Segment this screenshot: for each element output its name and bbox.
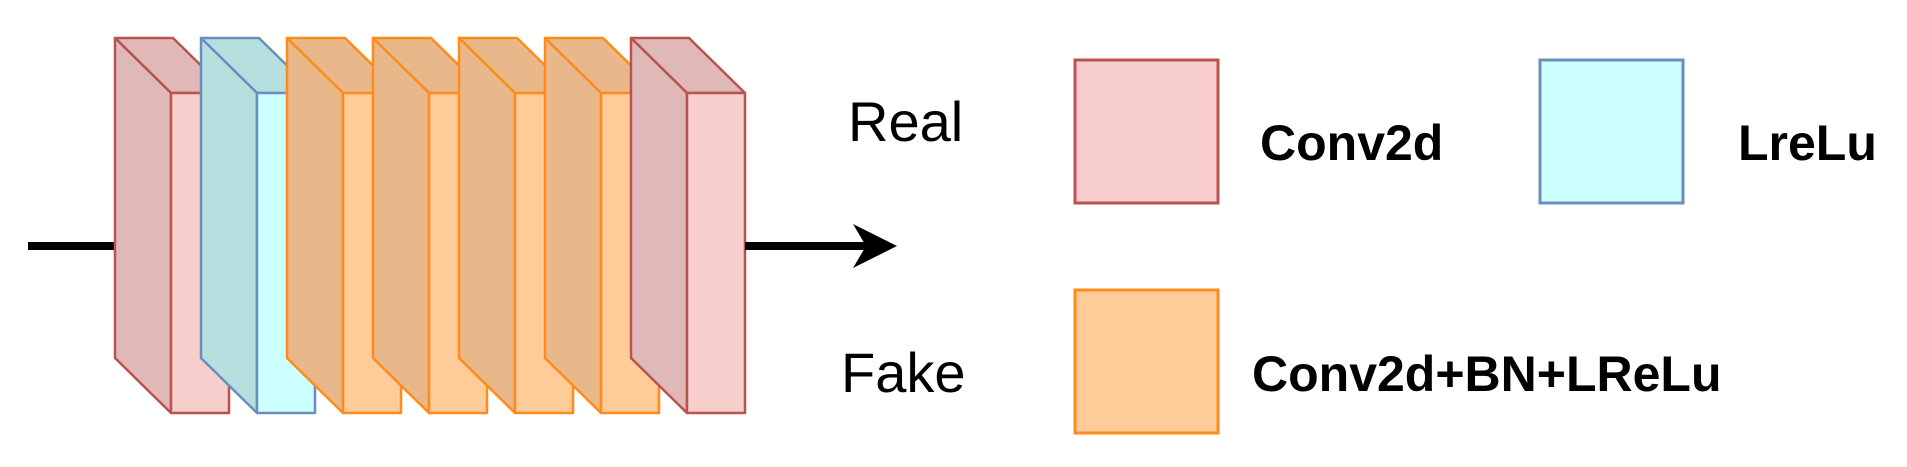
legend-label-lrelu: LreLu	[1738, 115, 1877, 171]
layer-side-face	[457, 36, 517, 415]
legend-swatch-conv2d-bn-lrelu	[1073, 288, 1220, 435]
legend-label-conv2d: Conv2d	[1260, 115, 1443, 171]
legend: Conv2d LreLu Conv2d+BN+LReLu	[1073, 58, 1877, 435]
legend-label-conv2d-bn-lrelu: Conv2d+BN+LReLu	[1252, 346, 1722, 402]
layer-side-face	[113, 36, 173, 415]
layer-side-face	[199, 36, 259, 415]
layer-front-face	[685, 91, 747, 415]
layer-block-conv2d	[629, 36, 747, 415]
output-label-real: Real	[848, 90, 963, 153]
legend-swatch-lrelu	[1538, 58, 1685, 205]
layer-side-face	[543, 36, 603, 415]
layer-stack	[113, 36, 747, 415]
output-arrow	[745, 224, 897, 268]
layer-side-face	[629, 36, 689, 415]
output-label-fake: Fake	[841, 341, 966, 404]
layer-side-face	[285, 36, 345, 415]
layer-side-face	[371, 36, 431, 415]
legend-swatch-conv2d	[1073, 58, 1220, 205]
